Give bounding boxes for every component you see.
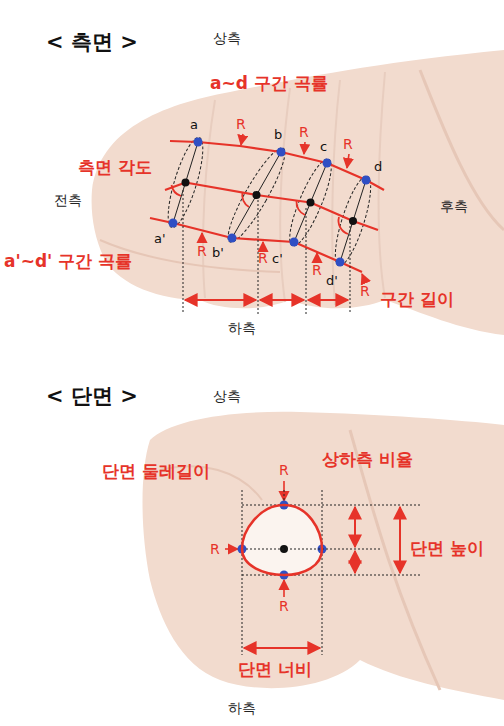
direction-label: 하측 [228, 320, 256, 336]
point-label: c [320, 140, 327, 155]
measure-label: 구간 길이 [380, 290, 454, 310]
point-label: a' [154, 232, 166, 247]
section-dimension-arrows [244, 507, 400, 648]
section-heading: < 단면 > [46, 384, 138, 408]
direction-label: 후측 [440, 198, 468, 214]
radius-mark: R [343, 136, 353, 152]
section-guides [242, 490, 420, 655]
measure-label: a~d 구간 곡률 [210, 74, 328, 94]
radius-mark: R [312, 262, 322, 278]
measure-label: a'~d' 구간 곡률 [4, 252, 132, 272]
measure-label: 측면 각도 [78, 158, 152, 178]
radius-arrows [202, 134, 365, 597]
center-dots [182, 179, 358, 554]
radius-mark: R [299, 124, 309, 140]
radius-mark: R [360, 283, 370, 299]
direction-label: 하측 [228, 700, 256, 716]
point-label: d [374, 160, 382, 175]
point-label: c' [272, 252, 283, 267]
direction-label: 전측 [54, 192, 82, 208]
measure-label: 상하측 비율 [322, 450, 413, 470]
curvature-curves [150, 141, 384, 272]
radius-mark: R [197, 243, 207, 259]
angle-arcs [172, 185, 349, 234]
section-outline [242, 505, 322, 575]
measure-label: 단면 높이 [410, 539, 484, 559]
radius-mark: R [279, 598, 289, 614]
pair-axes [173, 142, 366, 262]
segment-length-guides [183, 190, 350, 314]
points [169, 138, 371, 580]
direction-label: 상측 [213, 30, 241, 46]
radius-mark: R [258, 250, 268, 266]
radius-mark: R [279, 462, 289, 478]
direction-label: 상측 [213, 388, 241, 404]
measure-label: 단면 너비 [238, 660, 312, 680]
radius-mark: R [210, 541, 220, 557]
measure-label: 단면 둘레길이 [102, 462, 210, 482]
point-label: d' [326, 274, 338, 289]
dimension-arrows [185, 299, 348, 301]
pair-ellipses [161, 134, 377, 269]
radius-mark: R [236, 116, 246, 132]
point-label: b' [212, 246, 224, 261]
point-label: a [190, 118, 198, 133]
point-label: b [274, 128, 282, 143]
section-heading: < 측면 > [46, 30, 138, 54]
